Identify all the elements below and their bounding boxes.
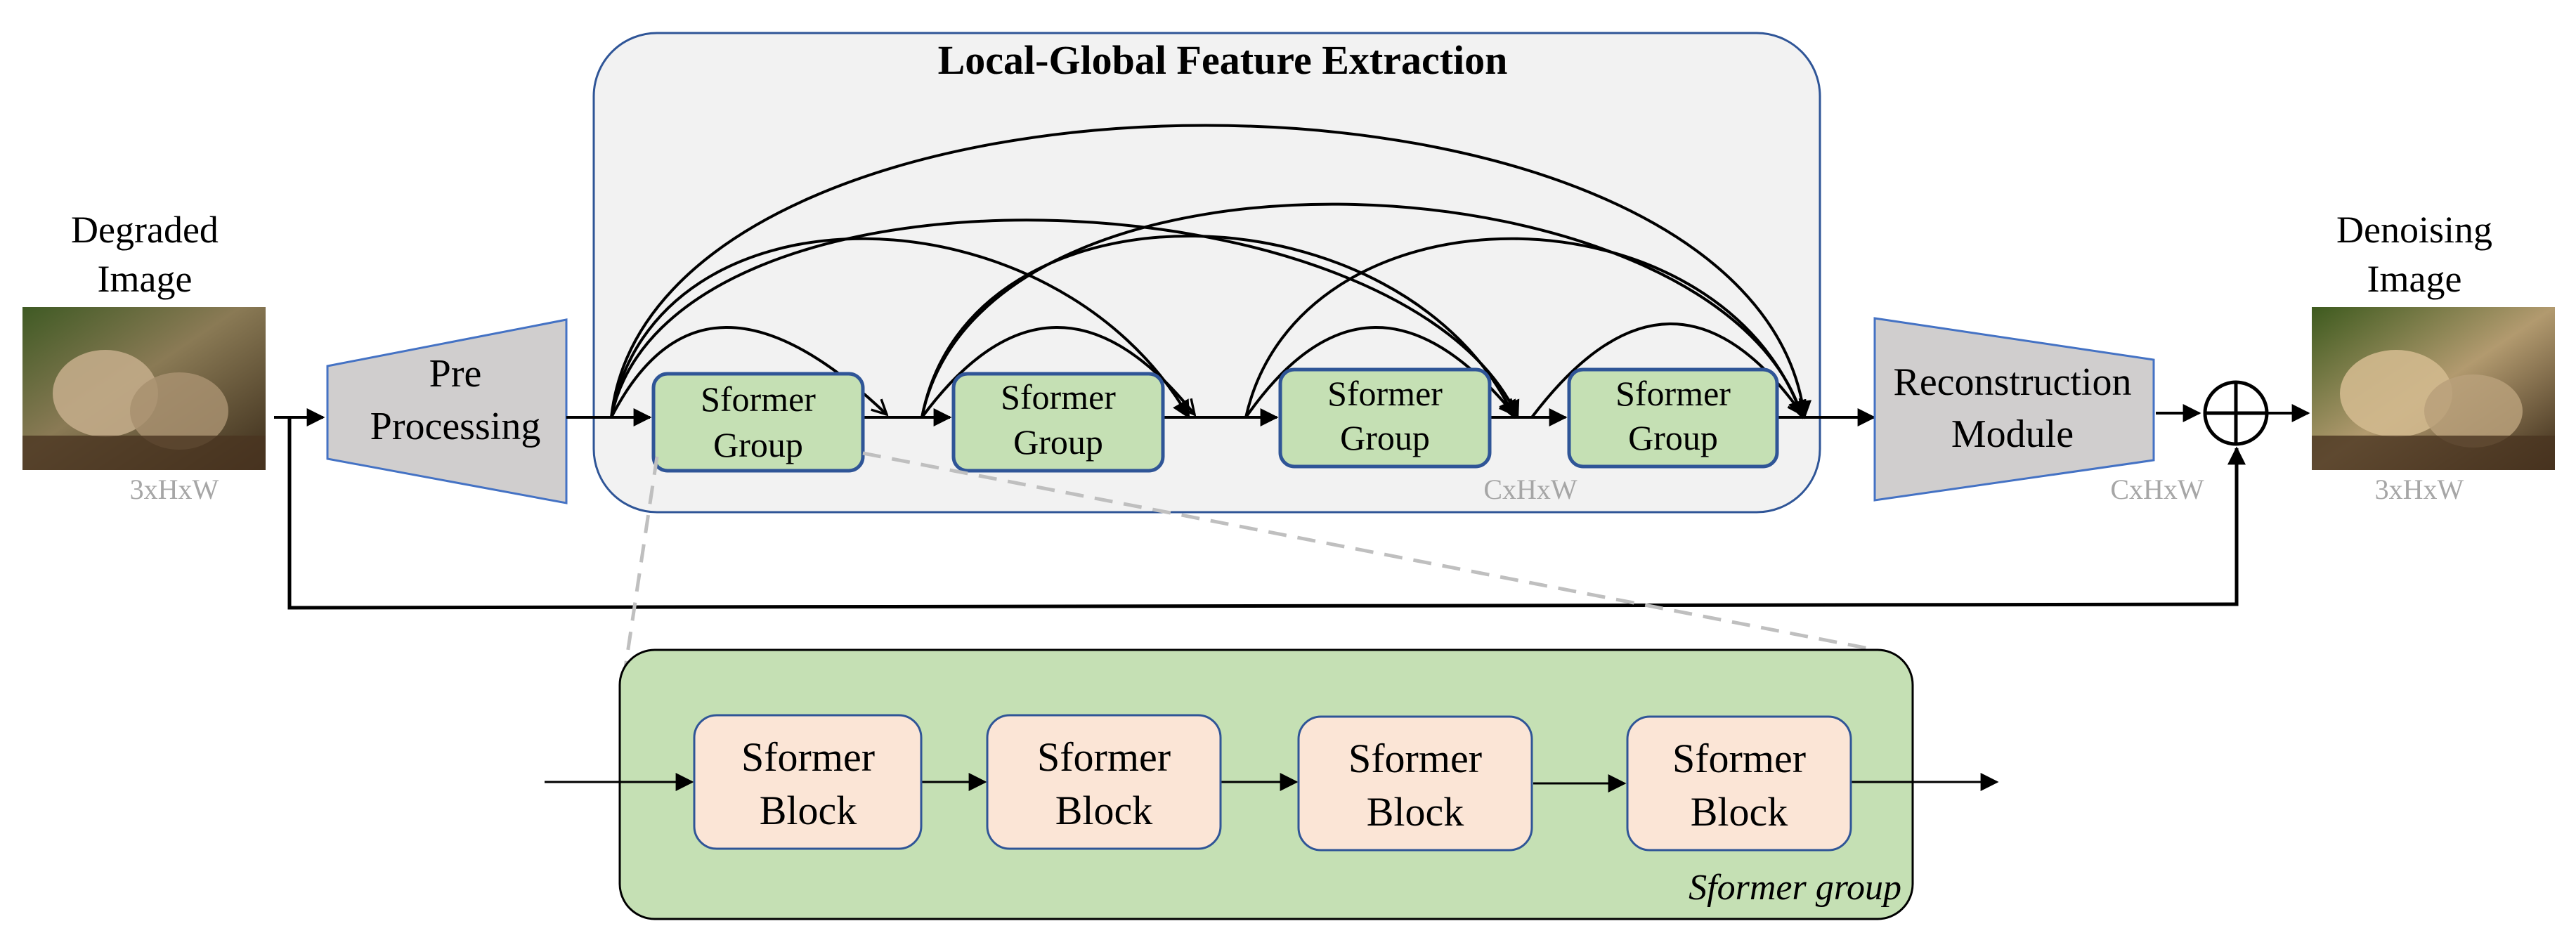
input-dim: 3xHxW [130,474,219,505]
sformer-group-2-line2: Group [1013,422,1103,462]
pre-processing-line1: Pre [429,352,482,396]
sformer-block-3-line2: Block [1367,789,1464,835]
output-label-line1: Denoising [2336,209,2492,251]
sformer-group-4-line1: Sformer [1615,374,1731,413]
output-dim: 3xHxW [2375,474,2464,505]
sformer-block-4: Sformer Block [1626,715,1852,852]
sformer-group-4: Sformer Group [1567,367,1779,469]
sformer-group-4-line2: Group [1628,418,1718,457]
sformer-block-1: Sformer Block [693,714,923,850]
sum-node-icon [2203,380,2269,446]
sformer-group-2-line1: Sformer [1001,377,1116,417]
sformer-block-2-line1: Sformer [1037,734,1171,780]
feature-extraction-panel [592,32,1821,514]
sformer-group-detail-panel [618,648,1914,920]
sformer-group-1: Sformer Group [651,372,865,473]
sformer-group-2: Sformer Group [951,372,1165,473]
sformer-block-4-line2: Block [1691,789,1788,835]
sformer-block-2: Sformer Block [986,714,1222,850]
pre-processing-line2: Processing [370,405,541,448]
degraded-image [22,307,266,470]
sformer-block-3: Sformer Block [1297,715,1533,852]
sformer-block-3-line1: Sformer [1348,736,1482,781]
denoised-image [2312,307,2555,470]
sformer-group-3-line2: Group [1340,418,1430,457]
feature-dim: CxHxW [1483,474,1578,505]
sformer-block-2-line2: Block [1055,788,1153,833]
zoom-line-left [623,456,659,668]
reconstruction-line1: Reconstruction [1893,360,2131,404]
sformer-group-1-line1: Sformer [701,379,816,419]
sformer-group-caption: Sformer group [1689,868,1901,908]
sformer-block-1-line1: Sformer [741,734,875,780]
sformer-block-1-line2: Block [760,788,857,833]
reconstruction-line2: Module [1951,412,2074,456]
reconstruction-dim: CxHxW [2110,474,2204,505]
sformer-block-4-line1: Sformer [1672,736,1806,781]
sformer-group-3: Sformer Group [1278,367,1492,469]
global-skip-line [287,417,2246,610]
input-label-line2: Image [98,258,193,300]
panel-title: Local-Global Feature Extraction [938,37,1508,83]
pre-processing-block [326,318,568,504]
input-label-line1: Degraded [71,209,219,251]
zoom-line-right [862,451,1877,652]
reconstruction-module-block [1873,317,2155,502]
sformer-group-1-line2: Group [713,425,803,464]
sformer-group-3-line1: Sformer [1327,374,1443,413]
output-label-line2: Image [2367,258,2462,300]
